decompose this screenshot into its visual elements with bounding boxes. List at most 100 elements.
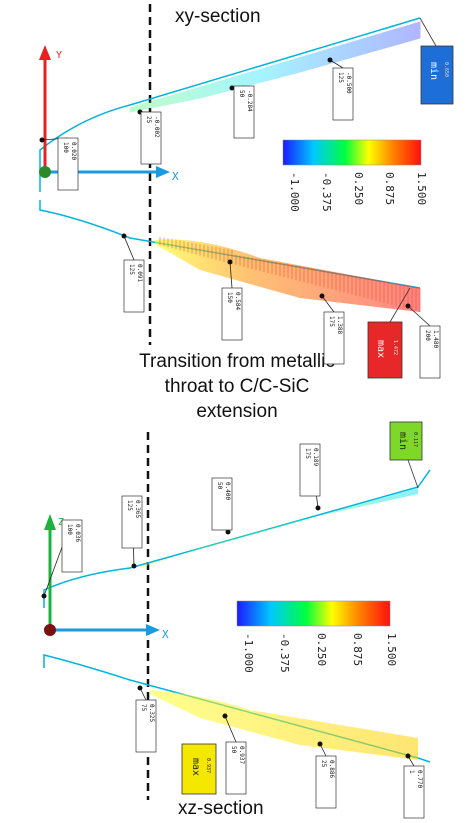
colorbar-xz bbox=[236, 600, 391, 627]
x-axis-arrowhead-xz bbox=[146, 624, 160, 636]
xy-callout-value: -0.500 bbox=[345, 72, 352, 94]
xy-callout-value: 0.584 bbox=[234, 292, 241, 310]
max-label-xz: max bbox=[190, 758, 201, 776]
xy-callout-position: 25 bbox=[145, 116, 152, 124]
xy-callout: 25-0.002 bbox=[137, 109, 162, 165]
xy-callout-value: 1.480 bbox=[432, 330, 439, 348]
origin-xz bbox=[44, 624, 56, 636]
x-axis-label-xz: X bbox=[162, 628, 169, 641]
y-axis-label: Y bbox=[56, 50, 62, 61]
xz-callout-value: 0.937 bbox=[238, 746, 245, 764]
stress-hatch-bottom-xz bbox=[150, 690, 418, 760]
colorbar-tick-xz-1: -0.375 bbox=[278, 633, 291, 673]
xz-callout-position: 50 bbox=[230, 746, 237, 754]
xy-callout-position: 150 bbox=[226, 292, 233, 303]
max-badge-xy bbox=[367, 321, 403, 379]
origin-xy bbox=[39, 166, 51, 178]
caption-line-3: extension bbox=[196, 401, 278, 422]
stress-hatch-top-xz bbox=[140, 488, 418, 568]
xz-callout-position: 100 bbox=[66, 524, 73, 535]
caption-line-1: Transition from metallic bbox=[139, 351, 335, 372]
caption-line-2: throat to C/C-SiC bbox=[164, 376, 310, 397]
stress-hatch-top-xy bbox=[129, 21, 421, 113]
xz-callout-position: 75 bbox=[140, 704, 147, 712]
stress-hatch-bottom-xy bbox=[155, 239, 420, 312]
xy-callout: 50-0.284 bbox=[229, 85, 255, 139]
xz-callout-value: 0.770 bbox=[416, 770, 423, 788]
min-label-xy: min bbox=[428, 62, 439, 80]
hatch-lines-bottom-xy bbox=[159, 236, 421, 312]
xz-callout-value: 0.189 bbox=[312, 448, 319, 466]
max-value-xy: 1.472 bbox=[392, 340, 398, 355]
colorbar-tick-xy-3: 0.875 bbox=[383, 172, 396, 205]
xz-callout-position: 175 bbox=[304, 448, 311, 459]
xz-callout-position: 125 bbox=[126, 500, 133, 511]
xy-callout-position: 100 bbox=[62, 142, 69, 153]
xy-callout-value: -0.002 bbox=[153, 116, 160, 138]
colorbar-xy bbox=[282, 139, 422, 166]
xy-callout-value: 1.388 bbox=[336, 316, 343, 334]
xz-callout-position: 25 bbox=[320, 760, 327, 768]
xy-callout-value: 0.091 bbox=[136, 264, 143, 282]
min-value-xz: 0.117 bbox=[412, 432, 418, 447]
min-badge-xz bbox=[389, 421, 423, 461]
xy-callout-position: 125 bbox=[337, 72, 344, 83]
z-axis-arrowhead bbox=[44, 514, 56, 530]
min-value-xy: 0.650 bbox=[443, 62, 449, 77]
xz-callout-position: 50 bbox=[216, 482, 223, 490]
min-badge-xy bbox=[420, 45, 454, 105]
colorbar-tick-xz-2: 0.250 bbox=[315, 633, 328, 666]
transition-caption: Transition from metallic throat to C/C-S… bbox=[0, 349, 474, 424]
xy-callout-position: 50 bbox=[238, 90, 245, 98]
xz-callout-value: 0.036 bbox=[74, 524, 81, 542]
max-value-xz: 0.937 bbox=[205, 758, 211, 773]
xy-callout-position: 175 bbox=[328, 316, 335, 327]
xy-callout-value: -0.284 bbox=[246, 90, 253, 112]
x-axis-arrowhead-xy bbox=[156, 166, 170, 178]
colorbar-tick-xy-2: 0.250 bbox=[352, 172, 365, 205]
colorbar-ticks-xy: -1.000 -0.375 0.250 0.875 1.500 bbox=[288, 172, 428, 212]
xz-section-title: xz-section bbox=[178, 798, 264, 819]
colorbar-tick-xz-3: 0.875 bbox=[351, 633, 364, 666]
y-axis-arrowhead bbox=[39, 45, 51, 60]
contour-bottom-xz bbox=[43, 654, 431, 763]
xz-callout-position: 1 bbox=[408, 770, 415, 774]
colorbar-tick-xz-4: 1.500 bbox=[385, 633, 398, 666]
z-axis-label: Z bbox=[58, 517, 64, 528]
contour-top-xz bbox=[43, 469, 431, 608]
max-label-xy: max bbox=[375, 340, 386, 358]
min-label-xz: min bbox=[397, 432, 408, 450]
xy-callout-position: 125 bbox=[128, 264, 135, 275]
xz-callout-value: 0.365 bbox=[134, 500, 141, 518]
colorbar-tick-xy-4: 1.500 bbox=[415, 172, 428, 205]
max-badge-xz bbox=[181, 743, 217, 795]
xz-callout-value: 0.886 bbox=[328, 760, 335, 778]
contour-bottom-xy bbox=[39, 200, 421, 289]
xz-callout-value: 0.400 bbox=[224, 482, 231, 500]
colorbar-ticks-xz: -1.000 -0.375 0.250 0.875 1.500 bbox=[242, 633, 398, 673]
xy-callout: 125-0.500 bbox=[327, 57, 354, 121]
x-axis-label-xy: X bbox=[172, 170, 179, 183]
colorbar-tick-xy-1: -0.375 bbox=[320, 172, 333, 212]
xy-callout-position: 200 bbox=[424, 330, 431, 341]
xy-section-title: xy-section bbox=[175, 6, 261, 27]
colorbar-tick-xy-0: -1.000 bbox=[288, 172, 301, 212]
colorbar-tick-xz-0: -1.000 bbox=[242, 633, 255, 673]
